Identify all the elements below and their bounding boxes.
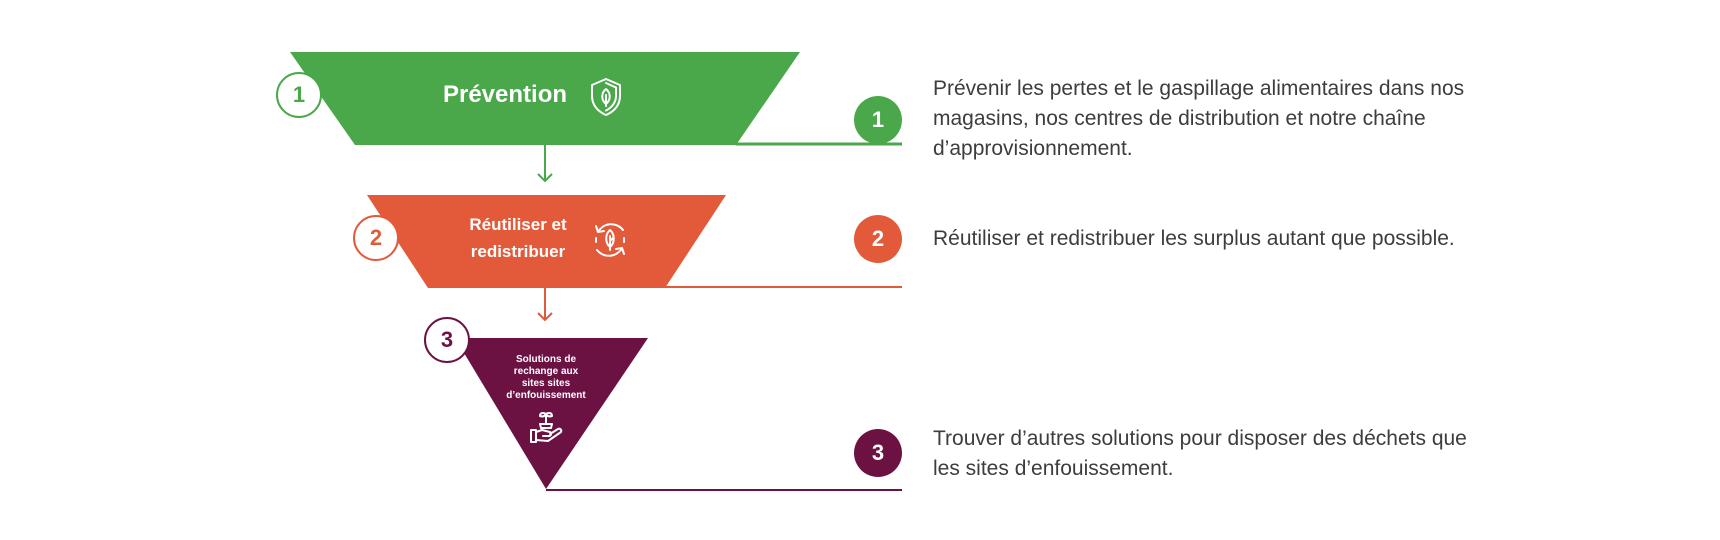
recycle-leaf-icon (595, 223, 625, 257)
description-2: Réutiliser et redistribuer les surplus a… (933, 227, 1455, 250)
funnel-stage-2-shape (367, 195, 726, 288)
description-1: Prévenir les pertes et le gaspillage ali… (933, 77, 1465, 160)
stage-2-number: 2 (369, 225, 383, 250)
stage-3-number: 3 (440, 327, 454, 352)
funnel-stage-1-shape (290, 52, 800, 145)
description-1-number-badge: 1 (854, 96, 902, 144)
shield-leaf-icon (591, 78, 621, 116)
stage-3-title: Solutions de rechange aux sites sites d’… (506, 354, 586, 401)
stage-2-number-badge: 2 (353, 215, 399, 261)
hand-plant-icon (530, 411, 563, 443)
stage-1-number-badge: 1 (276, 72, 322, 118)
stage-1-number: 1 (292, 82, 306, 107)
stage-1-title: Prévention (442, 81, 568, 108)
stage-2-title: Réutiliser et redistribuer (469, 215, 567, 261)
arrow-down-icon (537, 288, 553, 322)
description-3-number-badge: 3 (854, 429, 902, 477)
description-2-number-badge: 2 (854, 215, 902, 263)
stage-3-number-badge: 3 (424, 317, 470, 363)
arrow-down-icon (537, 145, 553, 183)
description-3: Trouver d’autres solutions pour disposer… (933, 427, 1467, 480)
